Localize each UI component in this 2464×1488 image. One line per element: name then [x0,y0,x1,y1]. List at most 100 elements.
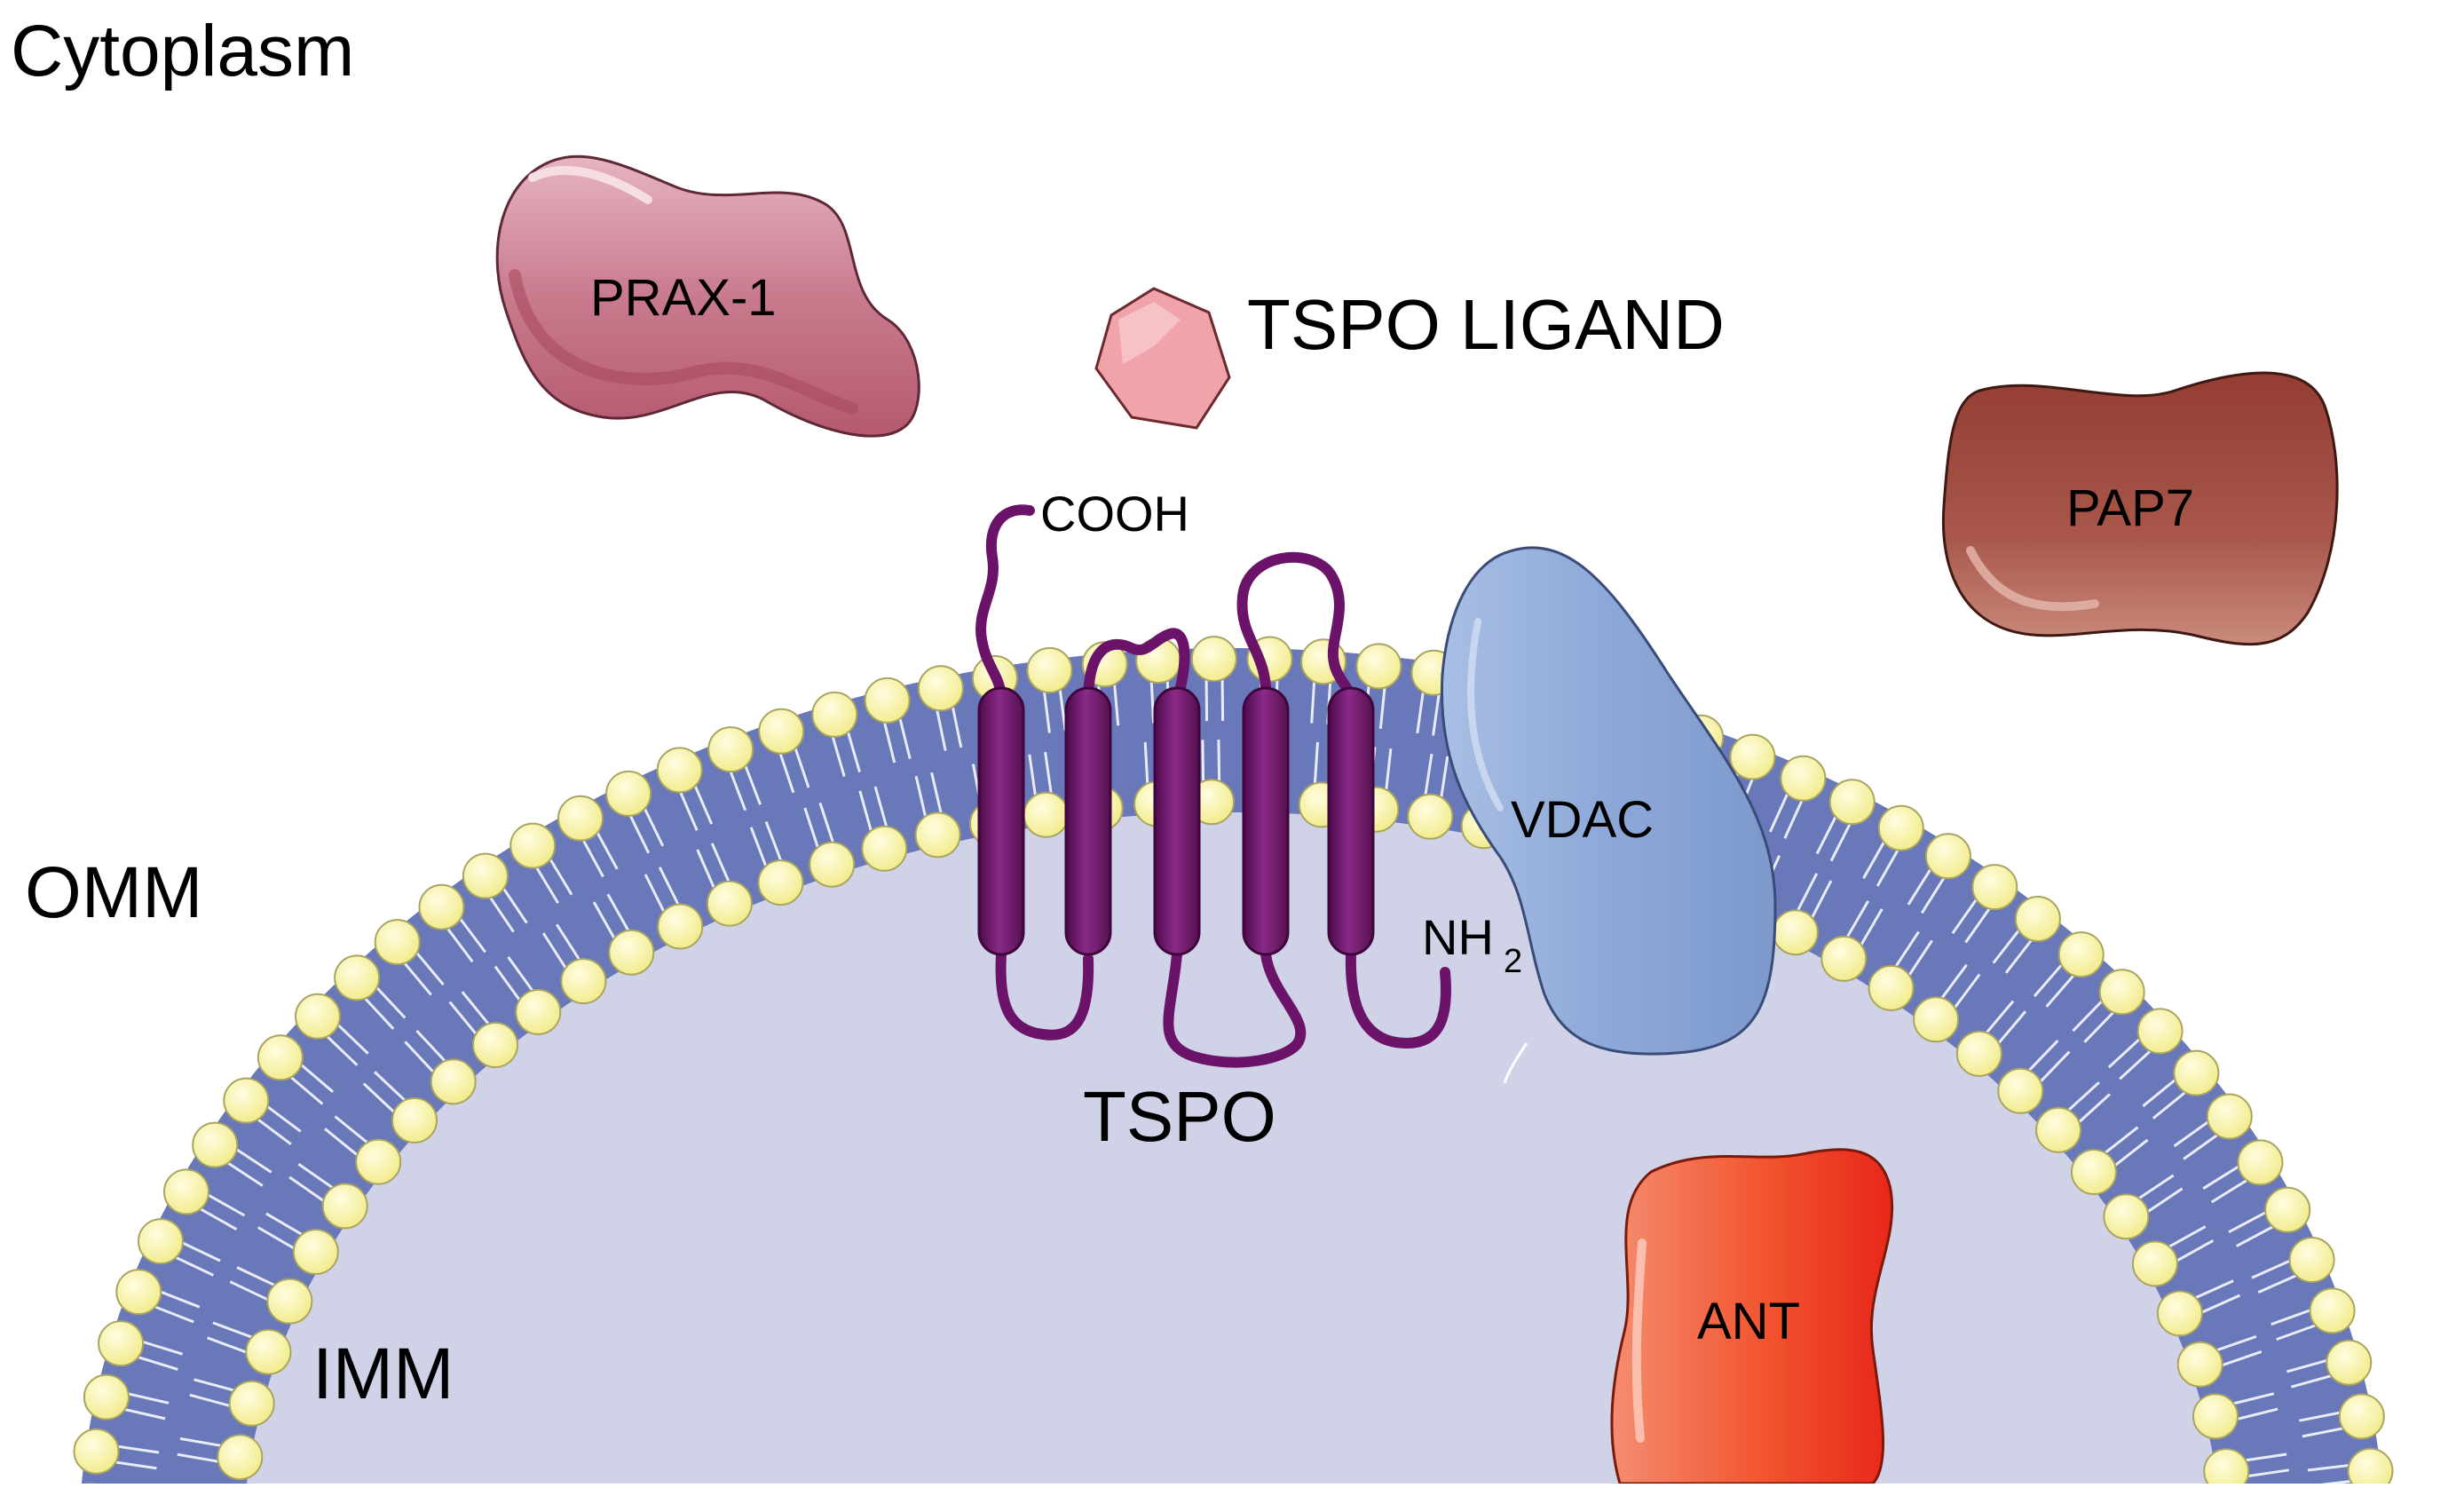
phospholipid-icon [98,1320,145,1367]
vdac-protein [1440,546,1777,1084]
phospholipid-icon [2347,1447,2394,1488]
nh2-label: NH [1422,909,1494,965]
phospholipid-icon [462,852,509,899]
pap7-protein [1941,371,2339,646]
phospholipid-icon [1820,935,1868,982]
vdac-label: VDAC [1511,791,1654,849]
ant-protein [1610,1148,1894,1485]
phospholipid-icon [560,958,607,1005]
phospholipid-icon [1190,636,1237,683]
phospholipid-icon [472,1022,518,1068]
phospholipid-icon [1868,964,1915,1011]
phospholipid-icon [2057,931,2105,978]
tspo-helix-4 [1242,686,1290,956]
phospholipid-icon [2288,1237,2335,1283]
phospholipid-icon [2309,1287,2356,1334]
tspo-loop-3-4 [1163,949,1307,1068]
phospholipid-icon [2156,1290,2203,1337]
outer-membrane-band [81,648,2383,1488]
phospholipid-icon [1023,791,1070,838]
phospholipid-icon [418,883,465,930]
phospholipid-icon [245,1328,292,1375]
phospholipid-icon [355,1138,402,1185]
phospholipid-icon [557,795,604,842]
phospholipid-icon [292,1229,339,1275]
phospholipid-icon [707,726,754,773]
phospholipid-icon [864,677,911,724]
tspo-nh2-tail [1345,949,1451,1049]
phospholipid-icon [115,1269,162,1316]
phospholipid-icon [1924,833,1971,880]
ant-label: ANT [1697,1293,1800,1350]
tspo-ligand-label: TSPO LIGAND [1247,285,1725,364]
phospholipid-icon [2264,1186,2311,1233]
phospholipid-icon [509,822,557,869]
prax1-protein [495,154,920,438]
phospholipid-icon [1997,1067,2044,1114]
tspo-helix-5 [1327,686,1375,956]
phospholipid-icon [223,1077,270,1124]
phospholipid-icon [1955,1030,2002,1077]
phospholipid-icon [1913,996,1960,1043]
phospholipid-icon [861,825,908,872]
phospholipid-icon [2203,1448,2250,1488]
imm-label: IMM [312,1334,454,1414]
phospholipid-icon [163,1168,209,1215]
phospholipid-icon [334,954,381,1001]
phospholipid-icon [2098,969,2145,1016]
phospholipid-icon [2338,1393,2385,1440]
phospholipid-icon [608,929,655,976]
tspo-label: TSPO [1083,1077,1276,1156]
phospholipid-icon [1971,864,2018,911]
cytoplasm-label: Cytoplasm [11,11,354,91]
phospholipid-icon [217,1434,264,1481]
phospholipid-icon [2173,1049,2220,1096]
pap7-label: PAP7 [2066,479,2194,537]
phospholipid-icon [257,1034,304,1081]
tspo-helix-3 [1153,686,1201,956]
cooh-label: COOH [1040,486,1189,542]
phospholipid-icon [138,1218,184,1265]
phospholipid-icon [656,747,703,794]
phospholipid-icon [430,1058,477,1105]
phospholipid-icon [2237,1139,2284,1186]
omm-label: OMM [25,852,202,933]
phospholipid-icon [391,1096,438,1144]
phospholipid-icon [2176,1341,2223,1388]
phospholipid-icon [914,811,961,859]
phospholipid-icon [374,919,421,966]
phospholipid-icon [2326,1339,2373,1386]
phospholipid-icon [1729,733,1776,780]
phospholipid-icon [515,988,562,1035]
phospholipid-icon [295,993,341,1040]
phospholipid-icon [321,1183,368,1230]
phospholipid-icon [1026,646,1073,693]
phospholipid-icon [758,708,805,755]
tspo-loop-2-3 [1083,628,1190,707]
phospholipid-icon [2103,1193,2150,1240]
tspo-helix-1 [977,686,1025,956]
phospholipid-icon [2035,1106,2082,1153]
phospholipid-icon [1828,779,1876,826]
phospholipid-icon [83,1373,130,1421]
phospholipid-icon [266,1278,313,1325]
tspo-cooh-tail [975,504,1035,707]
phospholipid-icon [1877,804,1924,851]
phospholipid-icon [657,903,704,950]
phospholipid-icon [809,841,856,888]
phospholipid-icon [2131,1240,2178,1287]
phospholipid-icon [1407,793,1454,840]
phospholipid-icon [706,880,753,927]
phospholipid-icon [2206,1093,2253,1140]
phospholipid-icon [2136,1008,2184,1055]
phospholipid-icon [811,691,858,738]
hexagon-icon [1094,287,1231,430]
phospholipid-icon [1355,643,1402,690]
phospholipid-icon [2192,1393,2239,1440]
tspo-helix-2 [1064,686,1112,956]
phospholipid-icon [1780,755,1827,802]
phospholipid-icon [757,859,804,906]
phospholipid-icon [228,1380,275,1427]
tspo-loop-4-5 [1236,551,1356,707]
